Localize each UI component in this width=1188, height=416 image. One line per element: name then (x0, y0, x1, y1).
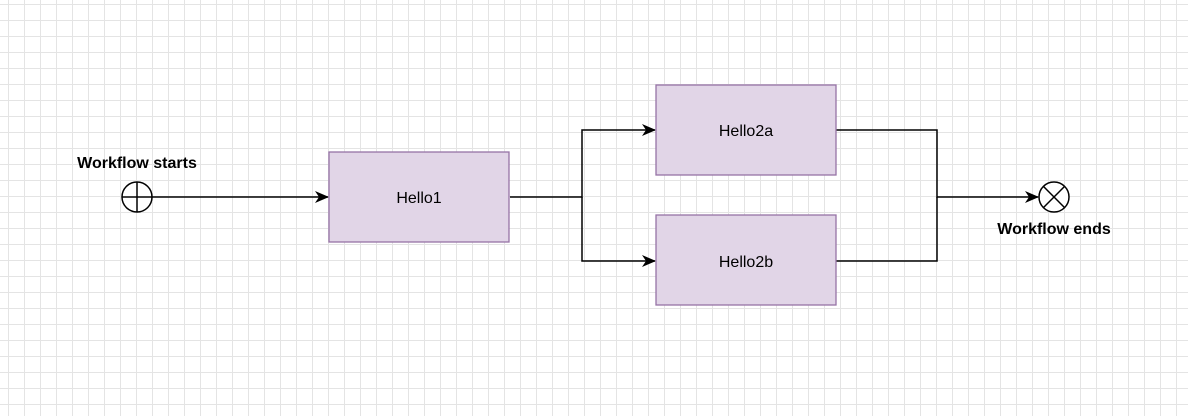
edges (152, 124, 1039, 267)
node-hello1[interactable]: Hello1 (328, 151, 510, 243)
start-event-label: Workflow starts (77, 155, 197, 172)
edge-hello2b-to-end[interactable] (836, 197, 938, 262)
node-hello1-box (328, 151, 510, 243)
circle-plus-icon (121, 181, 153, 213)
circle-x-icon (1038, 181, 1070, 213)
end-event-label: Workflow ends (997, 221, 1111, 238)
node-hello2b[interactable]: Hello2b (655, 214, 837, 306)
edge-hello1-to-hello2b[interactable] (581, 197, 656, 267)
edge-hello1-to-hello2a[interactable] (510, 124, 656, 198)
node-hello2b-box (655, 214, 837, 306)
node-hello2a-box (655, 84, 837, 176)
node-hello2a-label: Hello2a (719, 123, 773, 140)
edge-hello2a-to-end[interactable] (836, 129, 1039, 203)
node-hello2a[interactable]: Hello2a (655, 84, 837, 176)
node-hello2b-label: Hello2b (719, 254, 773, 271)
node-hello1-label: Hello1 (396, 190, 441, 207)
start-event[interactable]: Workflow starts (77, 155, 197, 213)
end-event[interactable]: Workflow ends (997, 181, 1111, 238)
